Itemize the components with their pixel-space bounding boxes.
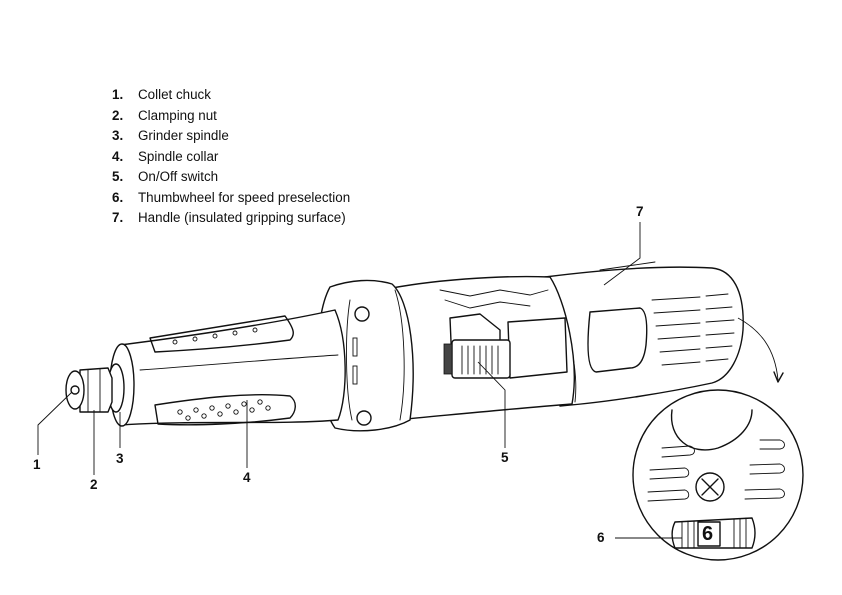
legend-text: On/Off switch [138,169,219,184]
legend-item-1: 1. Collet chuck [112,85,350,106]
legend-number: 6. [112,189,124,205]
vent-slots [651,293,735,366]
legend-text: Spindle collar [138,148,219,164]
grinder-spindle [119,309,346,426]
legend-text: Handle (insulated gripping surface) [138,210,346,225]
parts-legend: 1. Collet chuck 2. Clamping nut 3. Grinder … [112,85,350,229]
callout-5-label: 5 [501,450,509,465]
collet-chuck [65,370,85,410]
legend-item-7: 7. Handle (insulated gripping surface) [112,208,350,229]
legend-item-5: 5. On/Off switch [112,167,350,188]
detail-magnifier [632,317,804,561]
callout-3-label: 3 [116,451,124,466]
callout-4-label: 4 [243,470,251,485]
legend-number: 1. [112,87,124,102]
legend-text: Grinder spindle [138,128,229,143]
legend-item-6: 6. Thumbwheel for speed preselection [112,188,350,209]
legend-number: 2. [112,107,124,123]
thumbwheel-value: 6 [702,523,714,545]
clamping-nut [79,367,113,413]
callout-7-label: 7 [636,204,644,219]
legend-number: 7. [112,210,124,225]
legend-item-2: 2. Clamping nut [112,106,350,127]
callout-leaders [37,222,682,539]
on-off-switch [443,339,511,379]
legend-item-4: 4. Spindle collar [112,147,350,168]
legend-item-3: 3. Grinder spindle [112,126,350,147]
callout-1-label: 1 [33,457,41,472]
grip-pattern [149,315,296,426]
legend-text: Thumbwheel for speed preselection [138,189,351,205]
legend-number: 5. [112,169,124,184]
legend-number: 3. [112,128,124,143]
legend-number: 4. [112,148,124,164]
callout-6-label: 6 [597,530,605,545]
speed-thumbwheel [671,517,756,549]
tool-body [65,261,744,432]
legend-text: Clamping nut [138,107,217,123]
callout-2-label: 2 [90,477,98,492]
legend-text: Collet chuck [138,87,211,102]
